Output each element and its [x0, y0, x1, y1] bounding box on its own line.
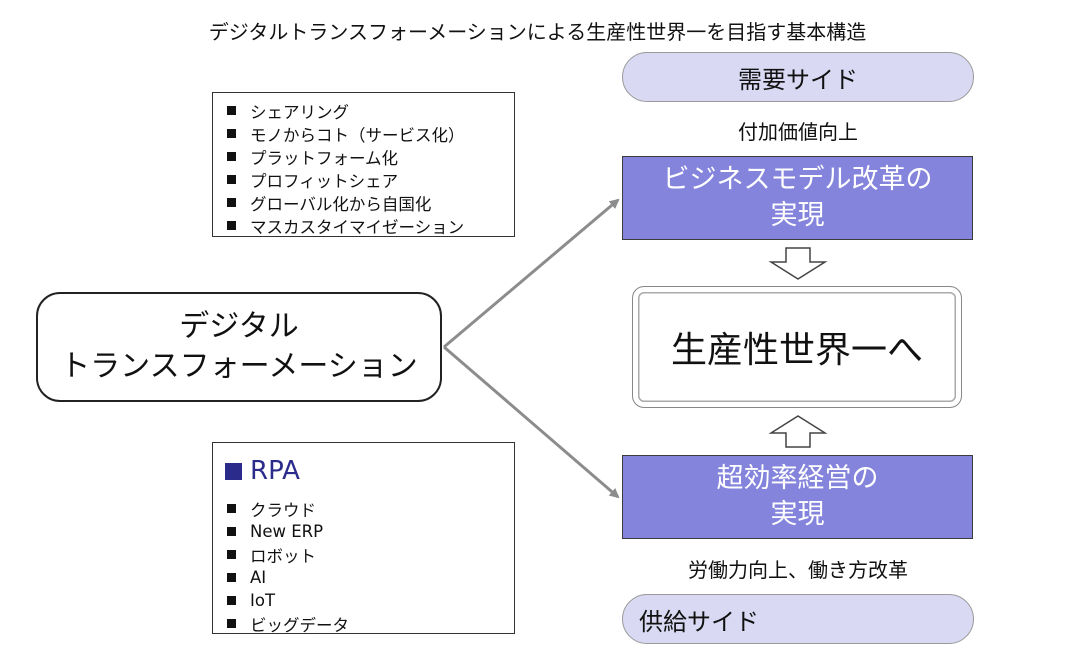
business-model-line1: ビジネスモデル改革の	[662, 164, 933, 195]
efficiency-line1: 超効率経営の	[716, 463, 879, 494]
efficiency-line2: 実現	[770, 499, 825, 530]
list-item: AI	[225, 566, 502, 589]
square-bullet-icon	[227, 527, 236, 536]
square-bullet-icon	[227, 106, 236, 115]
square-bullet-icon	[227, 152, 236, 161]
business-model-list: シェアリング モノからコト（サービス化） プラットフォーム化 プロフィットシェア…	[212, 92, 515, 237]
technology-list: RPA クラウド New ERP ロボット AI IoT ビッグデータ	[212, 442, 515, 635]
list-item: プラットフォーム化	[225, 145, 502, 168]
square-bullet-icon	[227, 198, 236, 207]
square-bullet-icon	[227, 129, 236, 138]
business-model-line2: 実現	[770, 200, 825, 231]
list-item: ビッグデータ	[225, 612, 502, 635]
down-hollow-arrow	[768, 247, 828, 280]
square-bullet-icon	[227, 221, 236, 230]
goal-label: 生産性世界一へ	[670, 330, 923, 371]
arrow-to-efficiency	[443, 345, 620, 499]
dx-line2: トランスフォーメーション	[60, 349, 418, 384]
list-item: New ERP	[225, 520, 502, 543]
business-model-box: ビジネスモデル改革の 実現	[622, 156, 973, 240]
rpa-heading: RPA	[225, 453, 502, 489]
dx-line1: デジタル	[179, 309, 299, 344]
list-item: モノからコト（サービス化）	[225, 122, 502, 145]
square-bullet-icon	[227, 573, 236, 582]
square-bullet-icon	[227, 550, 236, 559]
page-title: デジタルトランスフォーメーションによる生産性世界一を目指す基本構造	[208, 20, 867, 44]
square-bullet-icon	[225, 462, 242, 480]
value-add-caption: 付加価値向上	[738, 120, 858, 144]
goal-box: 生産性世界一へ	[632, 286, 962, 408]
supply-side-label: 供給サイド	[639, 607, 759, 636]
square-bullet-icon	[227, 504, 236, 513]
efficiency-box: 超効率経営の 実現	[622, 455, 973, 539]
square-bullet-icon	[227, 175, 236, 184]
up-hollow-arrow	[768, 415, 828, 448]
list-item: シェアリング	[225, 99, 502, 122]
arrow-to-business-model	[443, 198, 620, 349]
supply-side-pill: 供給サイド	[622, 594, 974, 644]
list-item: マスカスタイマイゼーション	[225, 214, 502, 237]
labor-caption: 労働力向上、働き方改革	[688, 558, 908, 582]
demand-side-label: 需要サイド	[738, 65, 858, 94]
list-item: プロフィットシェア	[225, 168, 502, 191]
list-item: グローバル化から自国化	[225, 191, 502, 214]
digital-transformation-box: デジタル トランスフォーメーション	[36, 292, 442, 402]
list-item: クラウド	[225, 497, 502, 520]
list-item: IoT	[225, 589, 502, 612]
square-bullet-icon	[227, 596, 236, 605]
square-bullet-icon	[227, 619, 236, 628]
list-item: ロボット	[225, 543, 502, 566]
demand-side-pill: 需要サイド	[622, 52, 974, 102]
